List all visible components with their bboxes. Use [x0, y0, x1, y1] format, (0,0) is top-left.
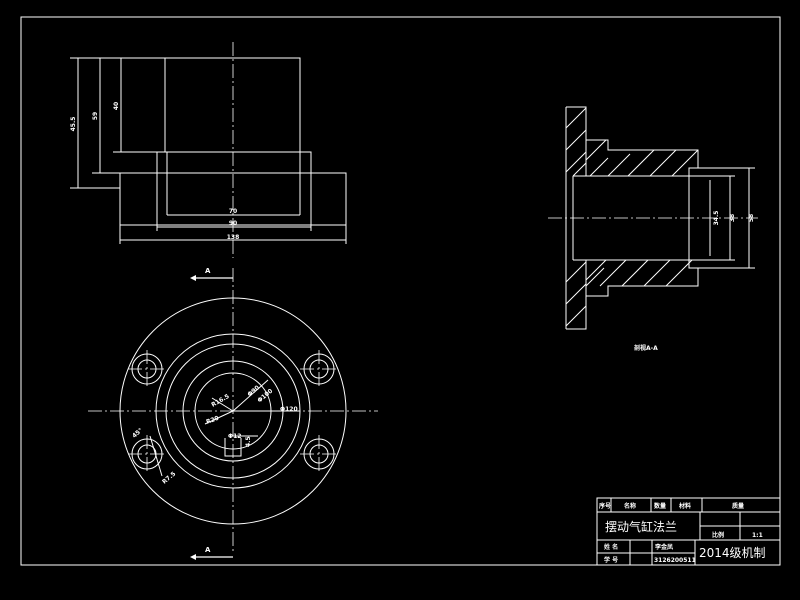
- section-view: 34.5 38 58 剖视A-A: [548, 106, 758, 352]
- dim-section-1: 34.5: [713, 211, 720, 226]
- dim-bolt-circle: R7.5: [161, 470, 177, 485]
- section-caption: 剖视A-A: [634, 344, 658, 352]
- student-id-label: 学 号: [604, 556, 618, 564]
- dim-radius-2: R20: [205, 415, 220, 426]
- section-mark-top: A: [205, 267, 211, 275]
- bolt-hole: [300, 435, 338, 473]
- top-view: R16.5 R20 Φ90 Φ100 Φ120 Φ12 4.5 45° R7.5…: [88, 267, 378, 560]
- designer-value: 李金凤: [654, 543, 673, 551]
- hatch-lower: [565, 259, 693, 327]
- scale-value: 1:1: [752, 532, 763, 539]
- front-view: 45.5 59 40 70 90 138: [70, 42, 347, 258]
- dim-dia-3: Φ120: [280, 406, 298, 413]
- dim-height-3: 40: [113, 102, 120, 110]
- hatch-upper: [565, 107, 699, 177]
- bolt-hole: [128, 435, 166, 473]
- dim-section-3: 58: [748, 214, 755, 222]
- dim-angle: 45°: [131, 427, 144, 440]
- bolt-hole: [300, 350, 338, 388]
- class-name: 2014级机制: [699, 546, 766, 560]
- dim-section-2: 38: [729, 214, 736, 222]
- bolt-hole: [128, 350, 166, 388]
- title-block: 序号 名称 数量 材料 质量 摆动气缸法兰 比例 1:1 姓 名 李金凤 学 号…: [596, 497, 781, 566]
- dim-radius-1: R16.5: [210, 393, 230, 409]
- dim-width-1: 70: [229, 208, 237, 215]
- dim-width-2: 90: [229, 220, 237, 227]
- scale-label: 比例: [712, 531, 724, 539]
- dim-height-1: 45.5: [70, 117, 77, 132]
- designer-label: 姓 名: [603, 543, 618, 551]
- header-cell: 名称: [624, 502, 636, 510]
- student-id-value: 3126200511: [654, 557, 696, 564]
- header-cell: 材料: [678, 502, 691, 510]
- header-cell: 质量: [732, 502, 744, 510]
- header-cell: 序号: [598, 502, 611, 510]
- dim-hole: Φ12: [228, 433, 241, 440]
- header-cell: 数量: [654, 502, 666, 510]
- part-name: 摆动气缸法兰: [605, 519, 677, 534]
- dim-key-depth: 4.5: [245, 436, 252, 447]
- dim-width-3: 138: [227, 234, 240, 241]
- dim-height-2: 59: [92, 112, 99, 120]
- drawing-frame: [20, 16, 781, 566]
- section-mark-bottom: A: [205, 546, 211, 554]
